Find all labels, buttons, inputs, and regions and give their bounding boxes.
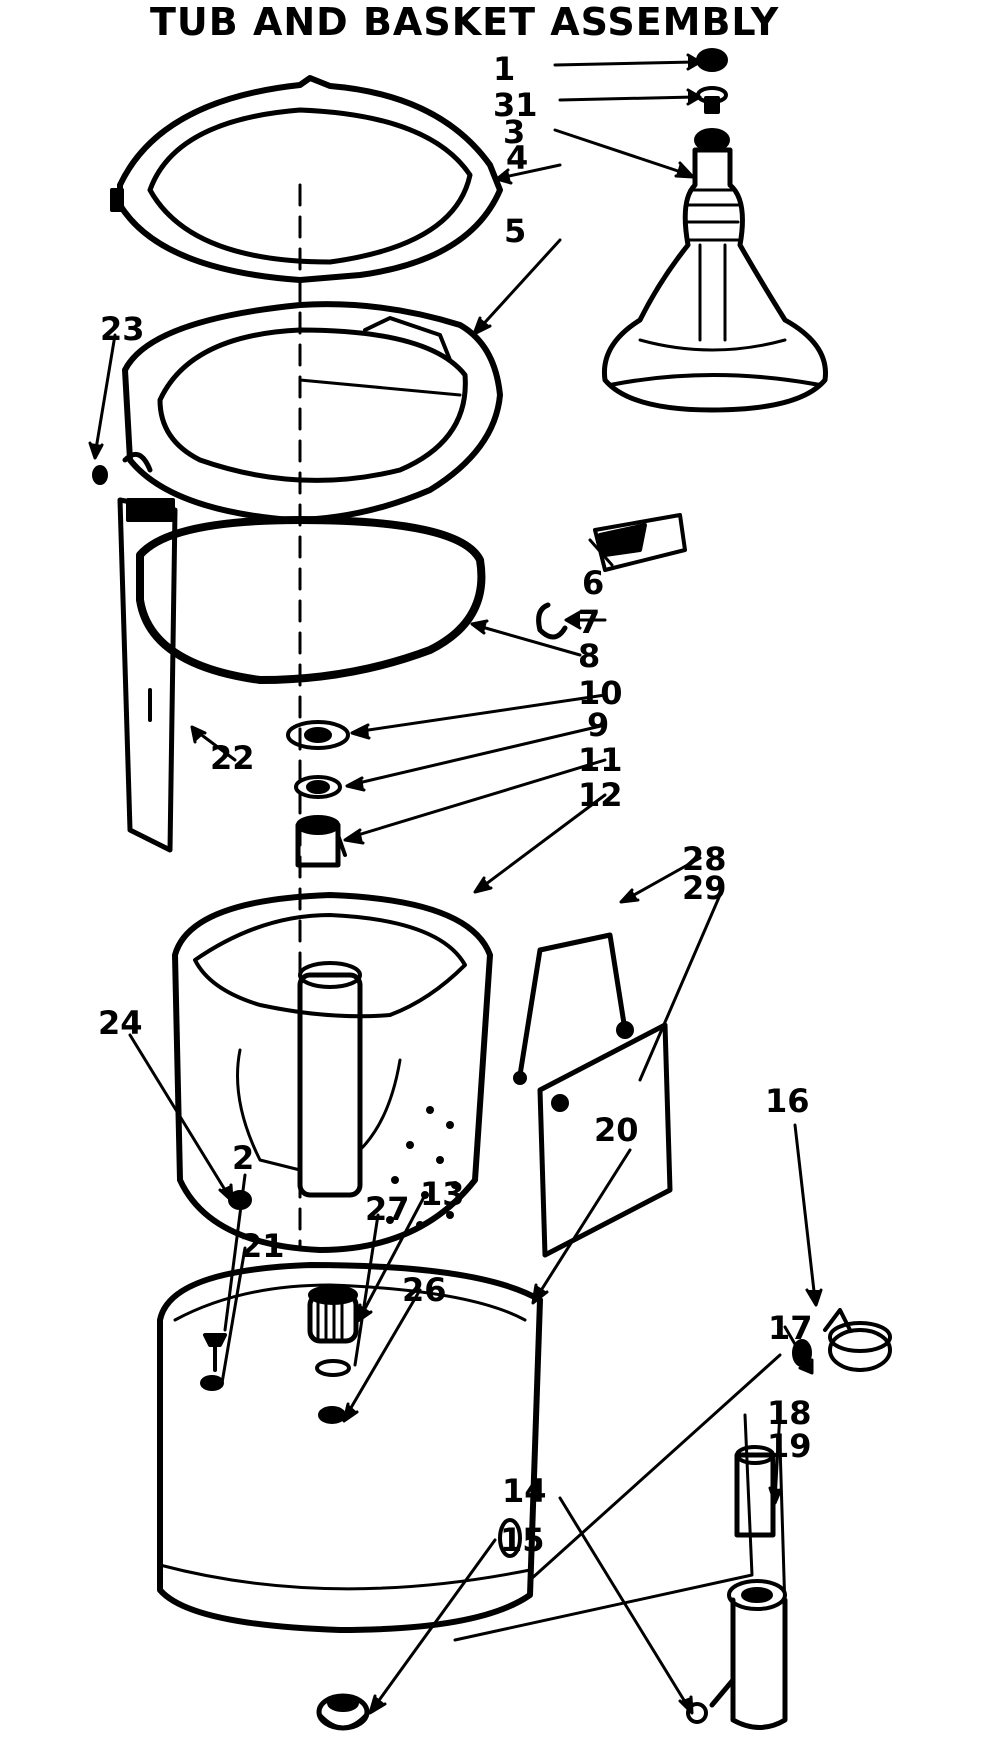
callout-18: 18 xyxy=(767,1394,812,1432)
part-1-cap xyxy=(696,48,728,72)
callout-24: 24 xyxy=(98,1004,143,1042)
callout-4: 4 xyxy=(506,139,529,177)
part-7-clip xyxy=(536,602,568,640)
part-11-hub xyxy=(295,815,347,868)
part-13-pump-coupling xyxy=(307,1285,359,1344)
callout-13: 13 xyxy=(420,1175,465,1213)
callout-16: 16 xyxy=(765,1082,810,1120)
callout-2: 2 xyxy=(232,1139,255,1177)
diagram-title: TUB AND BASKET ASSEMBLY xyxy=(150,0,780,44)
part-5-tub-cover xyxy=(122,301,503,523)
part-2-bolt xyxy=(203,1333,227,1372)
callout-1: 1 xyxy=(493,50,516,88)
callout-23: 23 xyxy=(100,310,145,348)
part-22-side-panel xyxy=(117,497,178,853)
part-15-foot xyxy=(316,1693,370,1731)
callout-6: 6 xyxy=(582,564,605,602)
part-27-washer xyxy=(315,1359,351,1377)
part-3-agitator xyxy=(601,128,828,413)
callout-21: 21 xyxy=(240,1227,285,1265)
part-6-bracket xyxy=(593,513,687,572)
part-21-nut xyxy=(200,1375,224,1391)
callout-12: 12 xyxy=(578,776,623,814)
callout-8: 8 xyxy=(578,637,601,675)
part-19-elbow xyxy=(709,1579,788,1730)
part-10-seal xyxy=(286,720,350,750)
part-9-bearing xyxy=(294,775,342,799)
leader-lines xyxy=(88,53,823,1715)
drain-hose-line xyxy=(453,1353,782,1642)
part-28-hanger xyxy=(513,932,634,1085)
part-12-basket xyxy=(172,892,493,1253)
part-29-panel xyxy=(537,1022,673,1258)
callout-22: 22 xyxy=(210,739,255,777)
callout-15: 15 xyxy=(500,1521,545,1559)
callout-7: 7 xyxy=(578,603,601,641)
part-16-valve xyxy=(823,1308,892,1372)
callout-28: 28 xyxy=(682,840,727,878)
callout-17: 17 xyxy=(768,1309,813,1347)
callout-31: 31 xyxy=(493,86,538,124)
callout-26: 26 xyxy=(402,1271,447,1309)
callout-29: 29 xyxy=(682,869,727,907)
callout-10: 10 xyxy=(578,674,623,712)
part-8-seal-ring xyxy=(136,516,486,684)
part-4-tub-ring xyxy=(110,75,503,283)
callout-11: 11 xyxy=(578,741,623,779)
callout-19: 19 xyxy=(767,1427,812,1465)
callout-5: 5 xyxy=(504,212,527,250)
part-20-outer-tub xyxy=(157,1262,543,1633)
callout-14: 14 xyxy=(502,1472,547,1510)
part-31-washer xyxy=(696,86,728,114)
callout-27: 27 xyxy=(365,1190,410,1228)
callout-3: 3 xyxy=(503,113,526,151)
part-23-clip xyxy=(92,451,153,485)
part-14-plug xyxy=(686,1702,708,1724)
callout-9: 9 xyxy=(587,706,610,744)
part-26-grommet xyxy=(318,1406,346,1424)
callout-20: 20 xyxy=(594,1111,639,1149)
